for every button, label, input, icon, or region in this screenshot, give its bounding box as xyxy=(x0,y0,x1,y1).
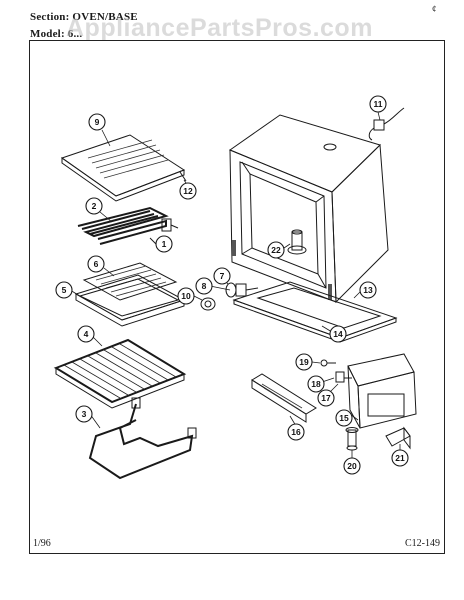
callout-7: 7 xyxy=(213,267,231,285)
callout-19: 19 xyxy=(295,353,313,371)
oven-light-assembly xyxy=(200,282,259,311)
svg-text:5: 5 xyxy=(62,285,67,295)
corner-mark: ¢ xyxy=(432,4,437,14)
svg-text:6: 6 xyxy=(94,259,99,269)
callout-9: 9 xyxy=(88,113,106,131)
svg-text:10: 10 xyxy=(181,291,191,301)
footer-date: 1/96 xyxy=(33,538,51,549)
bake-element xyxy=(88,397,197,480)
svg-text:8: 8 xyxy=(202,281,207,291)
callout-6: 6 xyxy=(87,255,105,273)
callout-15: 15 xyxy=(335,409,353,427)
kick-panel xyxy=(251,373,317,423)
oven-sensor xyxy=(287,229,307,255)
broil-cover-plate xyxy=(60,134,187,202)
callout-3: 3 xyxy=(75,405,93,423)
anti-tip-bracket xyxy=(385,426,411,450)
callout-11: 11 xyxy=(369,95,387,113)
callout-2: 2 xyxy=(85,197,103,215)
callout-10: 10 xyxy=(177,287,195,305)
svg-text:7: 7 xyxy=(220,271,225,281)
watermark: AppliancePartsPros.com xyxy=(66,14,373,42)
broil-pan xyxy=(74,274,186,327)
callout-8: 8 xyxy=(195,277,213,295)
svg-text:19: 19 xyxy=(299,357,309,367)
callout-5: 5 xyxy=(55,281,73,299)
callout-18: 18 xyxy=(307,375,325,393)
svg-text:20: 20 xyxy=(347,461,357,471)
svg-text:14: 14 xyxy=(333,329,343,339)
svg-text:1: 1 xyxy=(162,239,167,249)
callout-16: 16 xyxy=(287,423,305,441)
svg-text:11: 11 xyxy=(374,99,383,109)
svg-text:13: 13 xyxy=(363,285,373,295)
svg-text:12: 12 xyxy=(183,186,193,196)
callout-13: 13 xyxy=(359,281,377,299)
svg-text:17: 17 xyxy=(321,393,331,403)
oven-cavity xyxy=(228,114,389,304)
broil-element xyxy=(77,206,179,245)
svg-text:21: 21 xyxy=(395,453,405,463)
diagram-frame xyxy=(29,40,445,554)
callout-20: 20 xyxy=(343,457,361,475)
footer-code: C12-149 xyxy=(405,538,440,549)
section-title: Section: OVEN/BASE xyxy=(30,11,138,23)
drawer-bracket xyxy=(335,353,417,429)
callout-4: 4 xyxy=(77,325,95,343)
callout-21: 21 xyxy=(391,449,409,467)
callout-1: 1 xyxy=(155,235,173,253)
leveling-leg xyxy=(345,427,359,451)
svg-text:22: 22 xyxy=(271,245,281,255)
svg-text:18: 18 xyxy=(311,379,321,389)
svg-text:4: 4 xyxy=(84,329,89,339)
oven-rack xyxy=(53,338,187,409)
screw xyxy=(320,359,336,367)
svg-text:2: 2 xyxy=(92,201,97,211)
wire-harness xyxy=(368,107,405,141)
callout-17: 17 xyxy=(317,389,335,407)
svg-text:3: 3 xyxy=(82,409,87,419)
svg-text:9: 9 xyxy=(95,117,100,127)
svg-text:16: 16 xyxy=(291,427,301,437)
callout-12: 12 xyxy=(179,182,197,200)
callout-14: 14 xyxy=(329,325,347,343)
callout-22: 22 xyxy=(267,241,285,259)
model-title: Model: 6... xyxy=(30,28,83,40)
svg-text:15: 15 xyxy=(339,413,349,423)
